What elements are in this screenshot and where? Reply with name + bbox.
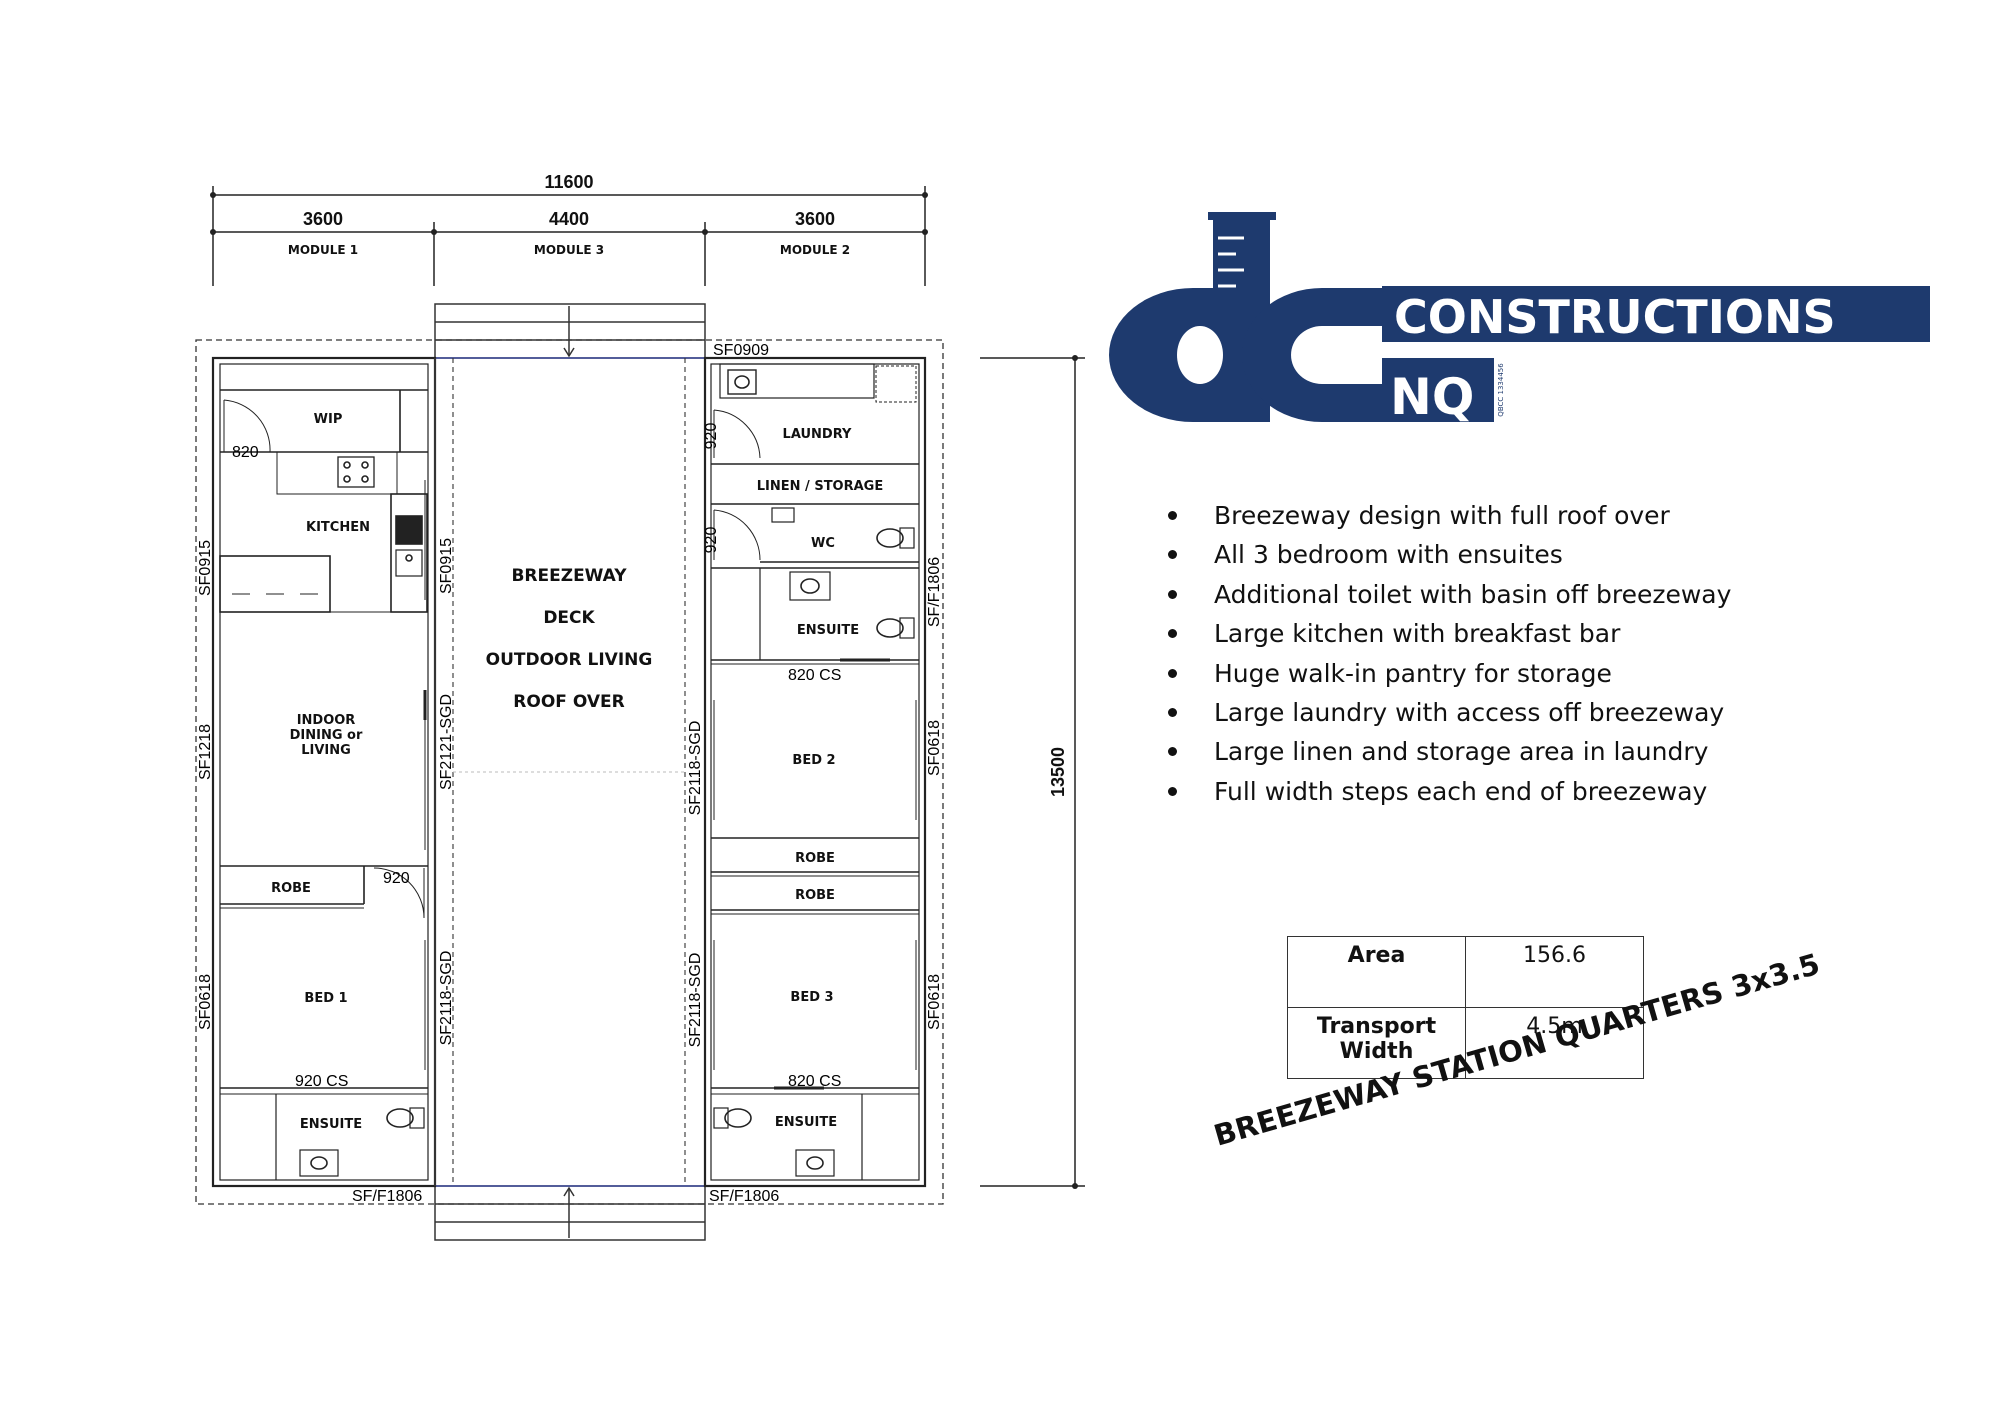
steps-bottom <box>434 1185 706 1241</box>
bullet-icon <box>1168 747 1177 757</box>
bullet-icon <box>1168 589 1177 599</box>
logo-constructions: CONSTRUCTIONS <box>1394 290 1836 344</box>
feature-list: Breezeway design with full roof over All… <box>1168 496 1808 811</box>
room-wip: WIP <box>314 412 343 427</box>
feature-item: Full width steps each end of breezeway <box>1168 772 1808 811</box>
room-ensuite-right-bottom: ENSUITE <box>775 1115 837 1130</box>
breezeway-label-1: BREEZEWAY <box>511 566 627 586</box>
room-robe-right-2: ROBE <box>795 888 835 903</box>
feature-item: Large linen and storage area in laundry <box>1168 732 1808 771</box>
bullet-icon <box>1168 550 1177 560</box>
window-sff1806-bottom-right: SF/F1806 <box>709 1188 779 1205</box>
module-1-name: MODULE 1 <box>288 243 358 257</box>
area-label: Area <box>1287 936 1466 1008</box>
room-bed-3: BED 3 <box>790 990 833 1005</box>
module-1-width-label: 3600 <box>303 209 343 229</box>
window-sf1218: SF1218 <box>197 724 214 780</box>
bullet-icon <box>1168 668 1177 678</box>
room-linen-storage: LINEN / STORAGE <box>757 479 883 494</box>
door-820-cs-top: 820 CS <box>788 667 841 684</box>
room-ensuite-left: ENSUITE <box>300 1117 362 1132</box>
window-sf0618-right-top: SF0618 <box>926 720 943 776</box>
bullet-icon <box>1168 786 1177 796</box>
room-kitchen: KITCHEN <box>306 520 370 535</box>
window-sf0618-left: SF0618 <box>197 974 214 1030</box>
bullet-icon <box>1168 511 1177 520</box>
module-3-name: MODULE 3 <box>534 243 604 257</box>
window-sf0915-left: SF0915 <box>197 540 214 596</box>
overall-length-label: 13500 <box>1048 747 1068 797</box>
feature-item: Large kitchen with breakfast bar <box>1168 614 1808 653</box>
room-ensuite-right-top: ENSUITE <box>797 623 859 638</box>
door-820: 820 <box>232 444 259 461</box>
door-920-wc: 920 <box>703 527 720 554</box>
bullet-icon <box>1168 707 1177 717</box>
module-3-width-label: 4400 <box>549 209 589 229</box>
room-indoor-dining-1: INDOOR <box>297 713 356 728</box>
room-wc: WC <box>811 536 835 551</box>
table-row: Area 156.6 <box>1287 936 1644 1008</box>
feature-item: All 3 bedroom with ensuites <box>1168 535 1808 574</box>
transport-width-value: 4.5m <box>1465 1007 1644 1079</box>
door-920-left: 920 <box>383 870 410 887</box>
breezeway-deck <box>434 358 706 1186</box>
window-sff1806-right: SF/F1806 <box>926 557 943 627</box>
room-bed-2: BED 2 <box>792 753 835 768</box>
feature-item: Huge walk-in pantry for storage <box>1168 654 1808 693</box>
room-robe-left: ROBE <box>271 881 311 896</box>
breezeway-label-4: ROOF OVER <box>513 692 624 712</box>
breezeway-label-2: DECK <box>543 608 595 628</box>
room-indoor-dining-2: DINING or <box>290 728 363 743</box>
module-1 <box>211 356 437 1188</box>
window-sf2118-sgd-right-bottom: SF2118-SGD <box>687 953 704 1048</box>
door-920-cs: 920 CS <box>295 1073 348 1090</box>
window-sf0915-mid: SF0915 <box>438 538 455 594</box>
module-2-width-label: 3600 <box>795 209 835 229</box>
window-sff1806-bottom-left: SF/F1806 <box>352 1188 422 1205</box>
module-2-name: MODULE 2 <box>780 243 850 257</box>
dc-constructions-logo: CONSTRUCTIONS NQ QBCC 1334456 <box>1109 212 1930 426</box>
room-indoor-dining-3: LIVING <box>301 743 351 758</box>
area-value: 156.6 <box>1465 936 1644 1008</box>
logo-licence: QBCC 1334456 <box>1497 363 1505 417</box>
room-robe-right-1: ROBE <box>795 851 835 866</box>
feature-item: Additional toilet with basin off breezew… <box>1168 575 1808 614</box>
window-sf0618-right-bottom: SF0618 <box>926 974 943 1030</box>
door-920-laundry: 920 <box>703 423 720 450</box>
window-sf2121-sgd: SF2121-SGD <box>438 694 455 790</box>
feature-item: Breezeway design with full roof over <box>1168 496 1808 535</box>
overall-width-label: 11600 <box>544 172 593 192</box>
window-sf0909: SF0909 <box>713 342 769 359</box>
window-sf2118-sgd-left: SF2118-SGD <box>438 951 455 1046</box>
bullet-icon <box>1168 629 1177 639</box>
feature-item: Large laundry with access off breezeway <box>1168 693 1808 732</box>
floor-plan: 11600 3600 4400 3600 MODULE 1 MODULE 3 M… <box>195 172 1085 1241</box>
breezeway-label-3: OUTDOOR LIVING <box>486 650 653 670</box>
room-laundry: LAUNDRY <box>783 427 852 442</box>
room-bed-1: BED 1 <box>304 991 347 1006</box>
logo-nq: NQ <box>1390 368 1474 426</box>
window-sf2118-sgd-right-top: SF2118-SGD <box>687 721 704 816</box>
door-820-cs-bottom: 820 CS <box>788 1073 841 1090</box>
